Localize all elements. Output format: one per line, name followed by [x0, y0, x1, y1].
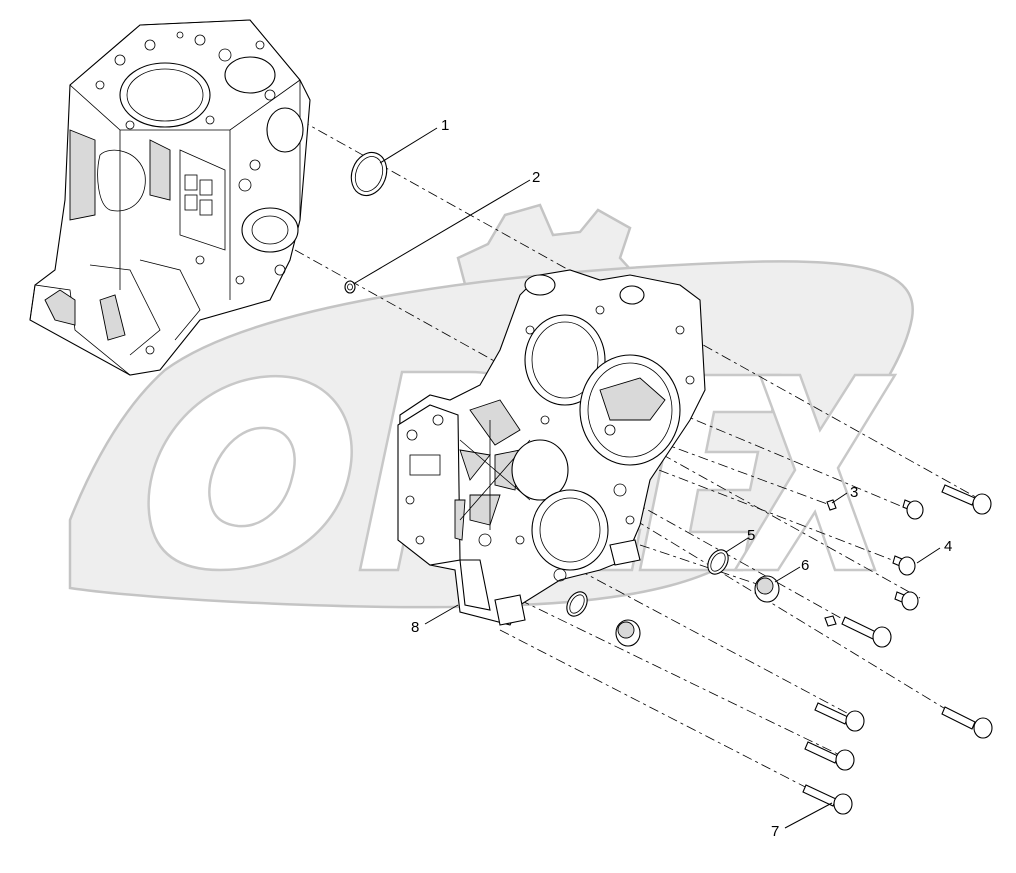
callout-4: 4: [944, 538, 952, 555]
plug-item-6: [754, 575, 780, 603]
callout-3: 3: [850, 484, 858, 501]
callout-1: 1: [441, 117, 449, 134]
bolt-long-top-right: [941, 484, 992, 515]
engine-block: [29, 19, 311, 376]
bolt-long-5: [804, 741, 855, 771]
callout-8: 8: [411, 619, 419, 636]
callout-7: 7: [771, 823, 779, 840]
o-ring-lower: [566, 591, 588, 617]
bolt-short-2: [892, 555, 916, 576]
bolt-short-1: [902, 499, 924, 520]
bolt-long-4: [814, 702, 865, 732]
callout-6: 6: [801, 557, 809, 574]
leader-lines: [354, 127, 941, 829]
dowel-pin-upper: [826, 499, 837, 511]
bolt-short-3: [894, 591, 919, 611]
callout-2: 2: [532, 169, 540, 186]
o-ring-item-5: [707, 549, 729, 575]
gear-housing: [397, 269, 706, 626]
callout-5: 5: [747, 527, 755, 544]
dowel-pin-lower: [824, 615, 837, 627]
bolt-long-right-lower: [941, 706, 993, 739]
o-ring-small: [344, 280, 356, 294]
bolt-long-mid: [841, 616, 892, 648]
plug-lower: [615, 619, 641, 647]
o-ring-large: [350, 151, 388, 197]
bolt-long-6: [802, 784, 853, 815]
